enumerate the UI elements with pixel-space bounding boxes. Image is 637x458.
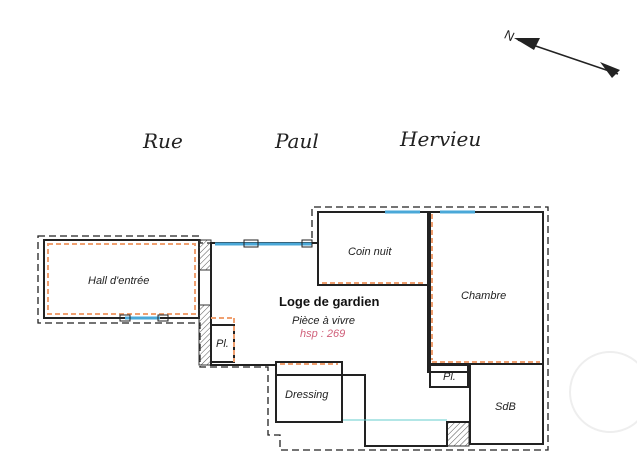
chambre-room: [429, 210, 544, 365]
street-word-paul: Paul: [274, 129, 319, 153]
north-arrow-icon: [514, 38, 620, 78]
loge-label: Loge de gardien: [279, 294, 379, 309]
placard-right: [429, 364, 469, 388]
dressing-room: [275, 361, 343, 423]
hall-label: Hall d'entrée: [88, 275, 149, 287]
placard-left: [210, 317, 235, 363]
placard-right-label: Pl.: [443, 371, 456, 383]
north-label: N: [502, 27, 517, 45]
street-word-rue: Rue: [142, 129, 183, 153]
coin-nuit-label: Coin nuit: [348, 246, 392, 258]
piece-label: Pièce à vivre: [292, 315, 355, 327]
wall-hatch-left: [198, 239, 212, 271]
hsp-label: hsp : 269: [300, 328, 345, 340]
scan-mark: [569, 351, 637, 433]
dressing-label: Dressing: [285, 389, 329, 401]
wall-hatch-bottom: [446, 421, 470, 447]
coin-nuit-room: [317, 210, 429, 286]
placard-left-label: Pl.: [216, 338, 229, 350]
wall-hatch-mid: [198, 304, 212, 366]
street-word-hervieu: Hervieu: [399, 127, 481, 151]
sdb-label: SdB: [495, 401, 516, 413]
hall-room: [43, 239, 200, 322]
chambre-label: Chambre: [461, 290, 506, 302]
sdb-room: [469, 363, 544, 445]
